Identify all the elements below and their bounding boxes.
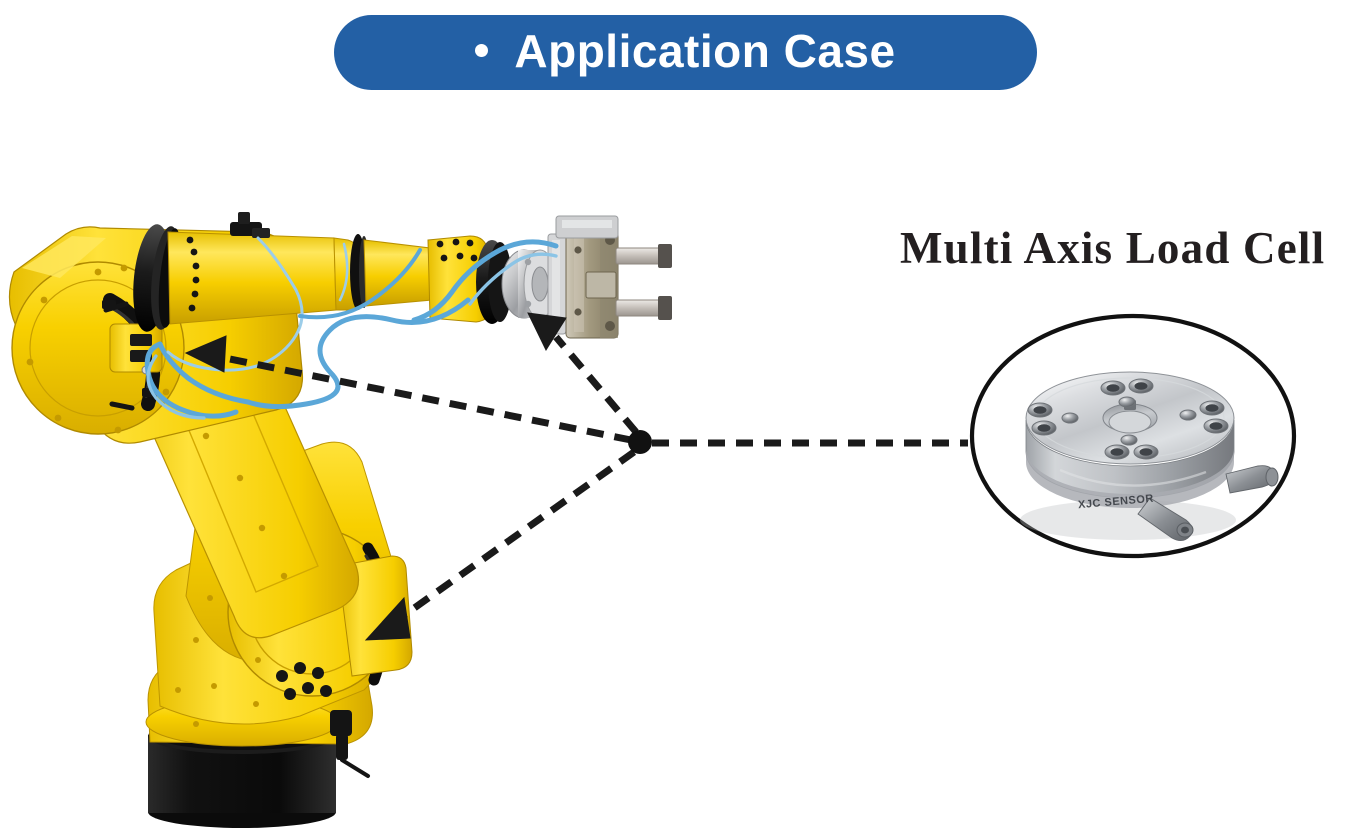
callout-hub-dot[interactable] — [628, 430, 652, 454]
banner-title: Application Case — [514, 24, 896, 77]
callout-arrow-elbow — [184, 335, 227, 373]
application-case-banner[interactable]: Application Case — [334, 15, 1037, 90]
bullet-icon — [475, 44, 489, 57]
callout-arrow-wrist — [527, 312, 567, 352]
callout-line-wrist — [553, 334, 639, 435]
callout-line-elbow — [214, 352, 632, 444]
banner-content: Application Case — [475, 24, 895, 78]
product-heading: Multi Axis Load Cell — [900, 223, 1326, 273]
callout-arrow-base — [364, 596, 411, 641]
callout-line-base — [393, 449, 637, 624]
